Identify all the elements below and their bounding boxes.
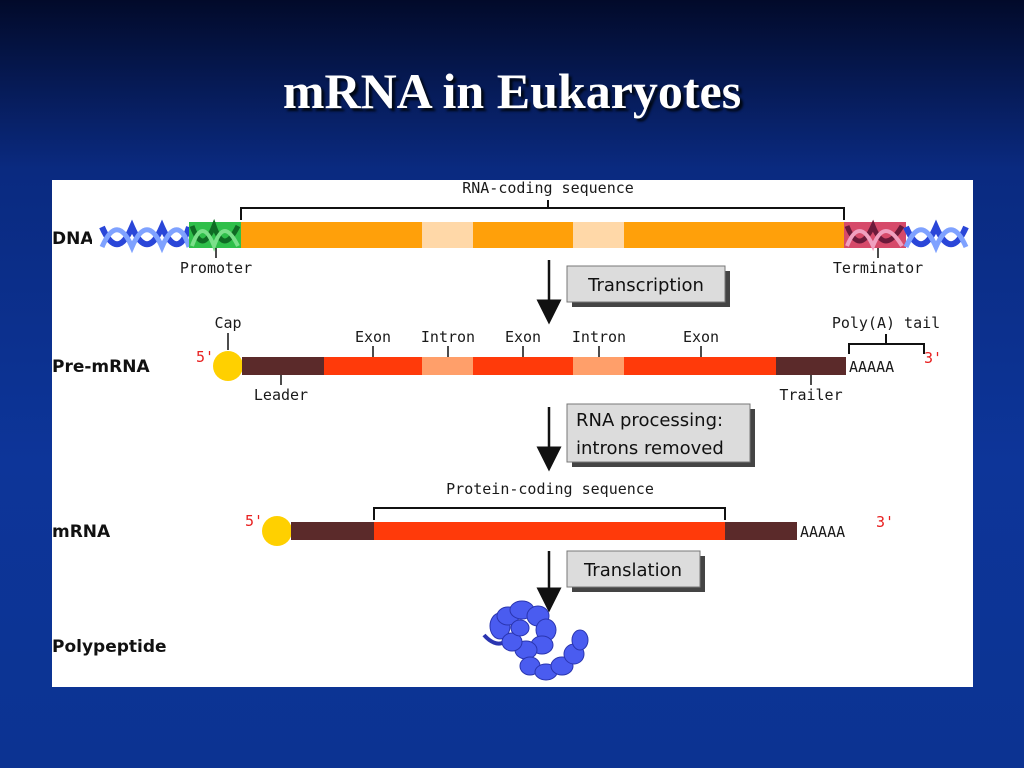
translation-label: Translation (583, 560, 682, 581)
gene-expression-diagram: DNA RNA-coding sequence Promoter Termina… (52, 180, 969, 681)
dna-coding-segment-1 (241, 222, 422, 248)
intron-label-2: Intron (572, 328, 626, 346)
row-label-pre-mrna: Pre-mRNA (52, 357, 150, 377)
intron-segment-2 (573, 357, 624, 375)
dna-helix-right (903, 219, 969, 254)
terminator-region (844, 219, 906, 252)
translation-step-box: Translation (566, 550, 705, 592)
row-label-dna: DNA (52, 229, 94, 249)
cap-label: Cap (214, 314, 241, 332)
mrna-five-prime-cap (262, 516, 292, 546)
dna-helix-left (92, 219, 192, 254)
promoter-region (189, 218, 241, 252)
dna-coding-segment-3 (624, 222, 844, 248)
exon-segment-1 (324, 357, 422, 375)
mrna-poly-a-sequence: AAAAA (800, 523, 845, 541)
exon-segment-3 (624, 357, 776, 375)
trailer-label: Trailer (779, 386, 842, 404)
polypeptide-chain (482, 600, 589, 681)
dna-intron-segment-2 (573, 222, 624, 248)
exon-segment-2 (473, 357, 573, 375)
exon-label-3: Exon (683, 328, 719, 346)
protein-coding-bracket (373, 507, 726, 520)
mrna-trailer-segment (725, 522, 797, 540)
promoter-label: Promoter (180, 259, 252, 277)
row-label-polypeptide: Polypeptide (52, 637, 167, 657)
protein-coding-sequence-label: Protein-coding sequence (446, 480, 654, 498)
poly-a-tail-label: Poly(A) tail (832, 314, 940, 332)
exon-label-1: Exon (355, 328, 391, 346)
gene-expression-figure: DNA RNA-coding sequence Promoter Termina… (52, 180, 973, 687)
intron-segment-1 (422, 357, 473, 375)
dna-intron-segment-1 (422, 222, 473, 248)
rna-coding-sequence-label: RNA-coding sequence (462, 180, 634, 197)
mrna-leader-segment (291, 522, 374, 540)
pre-mrna-poly-a-sequence: AAAAA (849, 358, 894, 376)
rna-coding-bracket (240, 200, 845, 220)
rna-processing-step-box: RNA processing: introns removed (566, 403, 755, 467)
terminator-label: Terminator (833, 259, 923, 277)
pre-mrna-5-prime: 5' (196, 348, 214, 366)
poly-a-bracket (848, 334, 925, 354)
transcription-label: Transcription (587, 275, 704, 296)
intron-label-1: Intron (421, 328, 475, 346)
transcription-step-box: Transcription (566, 265, 730, 307)
slide-title: mRNA in Eukaryotes (282, 63, 742, 119)
five-prime-cap (213, 351, 243, 381)
exon-label-2: Exon (505, 328, 541, 346)
mrna-coding-segment (374, 522, 725, 540)
trailer-segment (776, 357, 846, 375)
row-label-mrna: mRNA (52, 522, 111, 542)
dna-coding-segment-2 (473, 222, 573, 248)
pre-mrna-3-prime: 3' (924, 349, 942, 367)
mrna-3-prime: 3' (876, 513, 894, 531)
leader-segment (242, 357, 324, 375)
mrna-5-prime: 5' (245, 512, 263, 530)
introns-removed-label: introns removed (576, 438, 724, 459)
rna-processing-label: RNA processing: (576, 410, 723, 431)
leader-label: Leader (254, 386, 308, 404)
